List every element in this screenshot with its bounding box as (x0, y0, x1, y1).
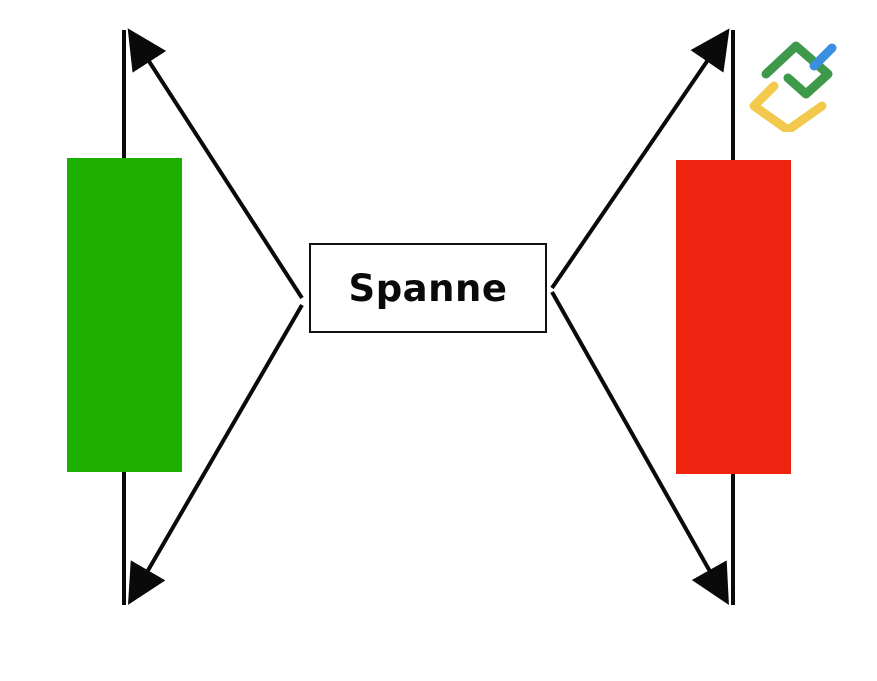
left-upper-arrow (127, 28, 304, 300)
left-lower-arrow (127, 303, 304, 605)
right-upper-arrow (550, 28, 730, 290)
range-label-text: Spanne (348, 266, 508, 310)
brand-logo-icon (749, 41, 837, 132)
range-label-box: Spanne (309, 243, 547, 333)
right-bearish-candle-body (676, 160, 791, 474)
left-bullish-candle-body (67, 158, 182, 472)
right-lower-arrow (550, 291, 729, 605)
